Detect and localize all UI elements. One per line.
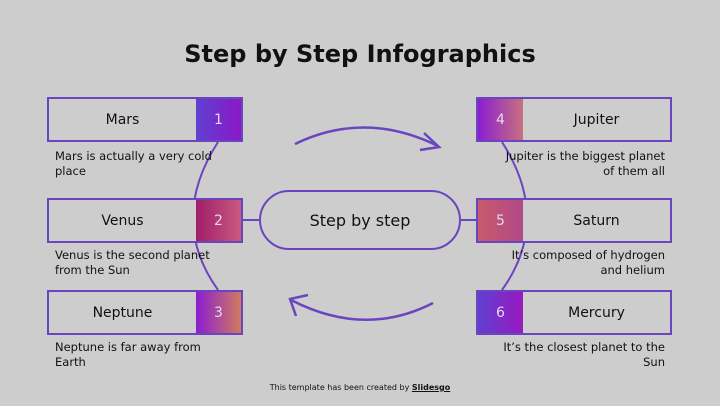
arrow-bottom-icon [288,293,434,322]
step-description: It’s the closest planet to the Sun [503,340,665,369]
step-number: 3 [196,292,241,333]
step-label: Saturn [523,200,670,241]
step-label: Jupiter [523,99,670,140]
step-description: It’s composed of hydrogen and helium [511,248,665,277]
credit-label: This template has been created by [269,383,412,392]
step-label: Mercury [523,292,670,333]
step-description: Neptune is far away from Earth [55,340,201,369]
step-number: 6 [478,292,523,333]
center-pill: Step by step [259,190,461,250]
step-number: 4 [478,99,523,140]
page-title: Step by Step Infographics [184,40,536,68]
arrow-top-icon [294,126,442,152]
step-label: Venus [49,200,196,241]
slidesgo-link[interactable]: Slidesgo [411,383,451,392]
step-label: Neptune [49,292,196,333]
step-description: Jupiter is the biggest planet of them al… [505,149,665,178]
step-number: 5 [478,200,523,241]
step-description: Mars is actually a very cold place [55,149,212,178]
step-number: 1 [196,99,241,140]
step-number: 2 [196,200,241,241]
step-description: Venus is the second planet from the Sun [55,248,210,277]
credit-text: This template has been created by Slides… [0,383,720,392]
step-label: Mars [49,99,196,140]
